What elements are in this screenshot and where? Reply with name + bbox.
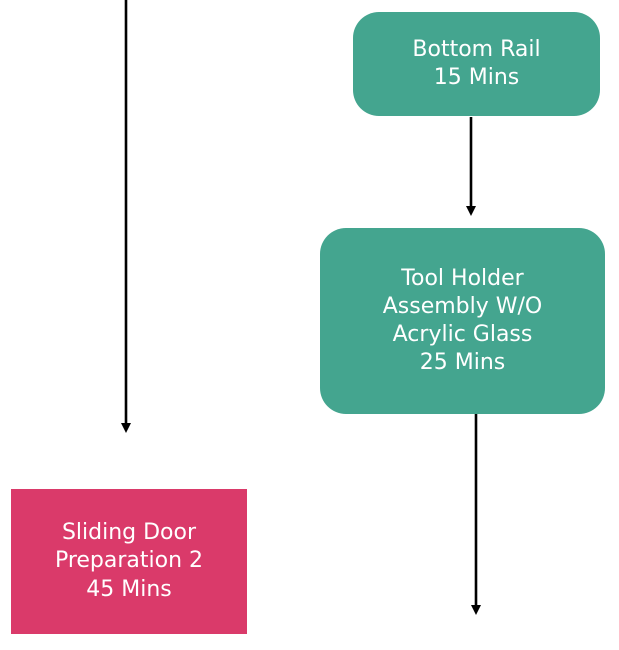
node-bottom-rail[interactable]: Bottom Rail 15 Mins [353, 12, 600, 116]
node-sliding-door-preparation-2-label: Sliding Door Preparation 2 45 Mins [54, 520, 204, 602]
node-sliding-door-preparation-2[interactable]: Sliding Door Preparation 2 45 Mins [11, 489, 247, 634]
node-tool-holder-assembly-label: Tool Holder Assembly W/O Acrylic Glass 2… [382, 265, 543, 376]
node-bottom-rail-label: Bottom Rail 15 Mins [412, 36, 541, 90]
node-tool-holder-assembly[interactable]: Tool Holder Assembly W/O Acrylic Glass 2… [320, 228, 605, 414]
